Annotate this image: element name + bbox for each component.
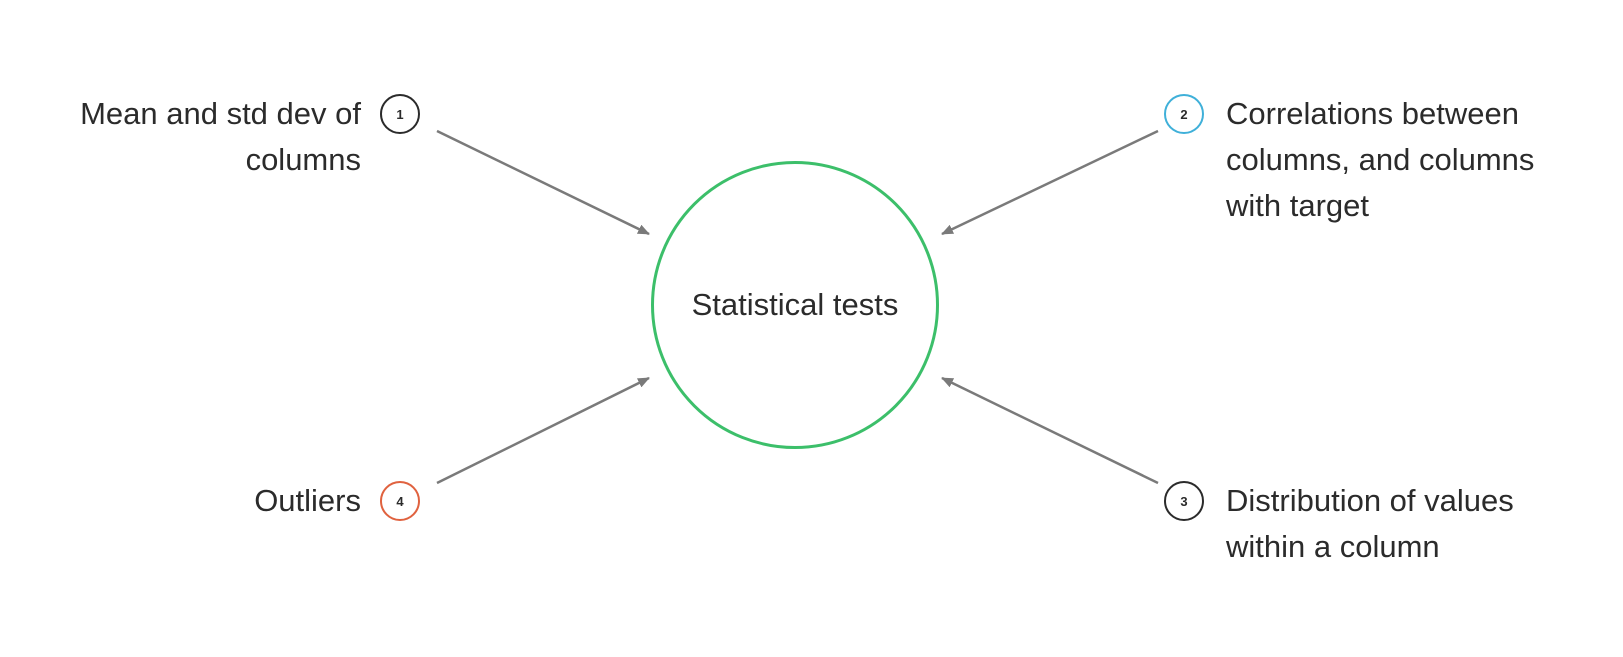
node-4-label: Outliers [254,483,361,518]
node-1-label: Mean and std dev of columns [80,96,361,177]
arrow-4-to-center [436,376,650,485]
node-3-badge: 3 [1164,481,1204,521]
arrow-1-to-center [436,129,650,236]
arrow-3-to-center [941,376,1159,485]
node-2-badge: 2 [1164,94,1204,134]
node-4-badge: 4 [380,481,420,521]
node-3-label: Distribution of values within a column [1226,483,1514,564]
center-label: Statistical tests [691,287,899,322]
node-1-badge: 1 [380,94,420,134]
node-2-label: Correlations between columns, and column… [1226,96,1535,223]
arrow-2-to-center [941,129,1159,236]
center-circle: Statistical tests [651,161,939,449]
